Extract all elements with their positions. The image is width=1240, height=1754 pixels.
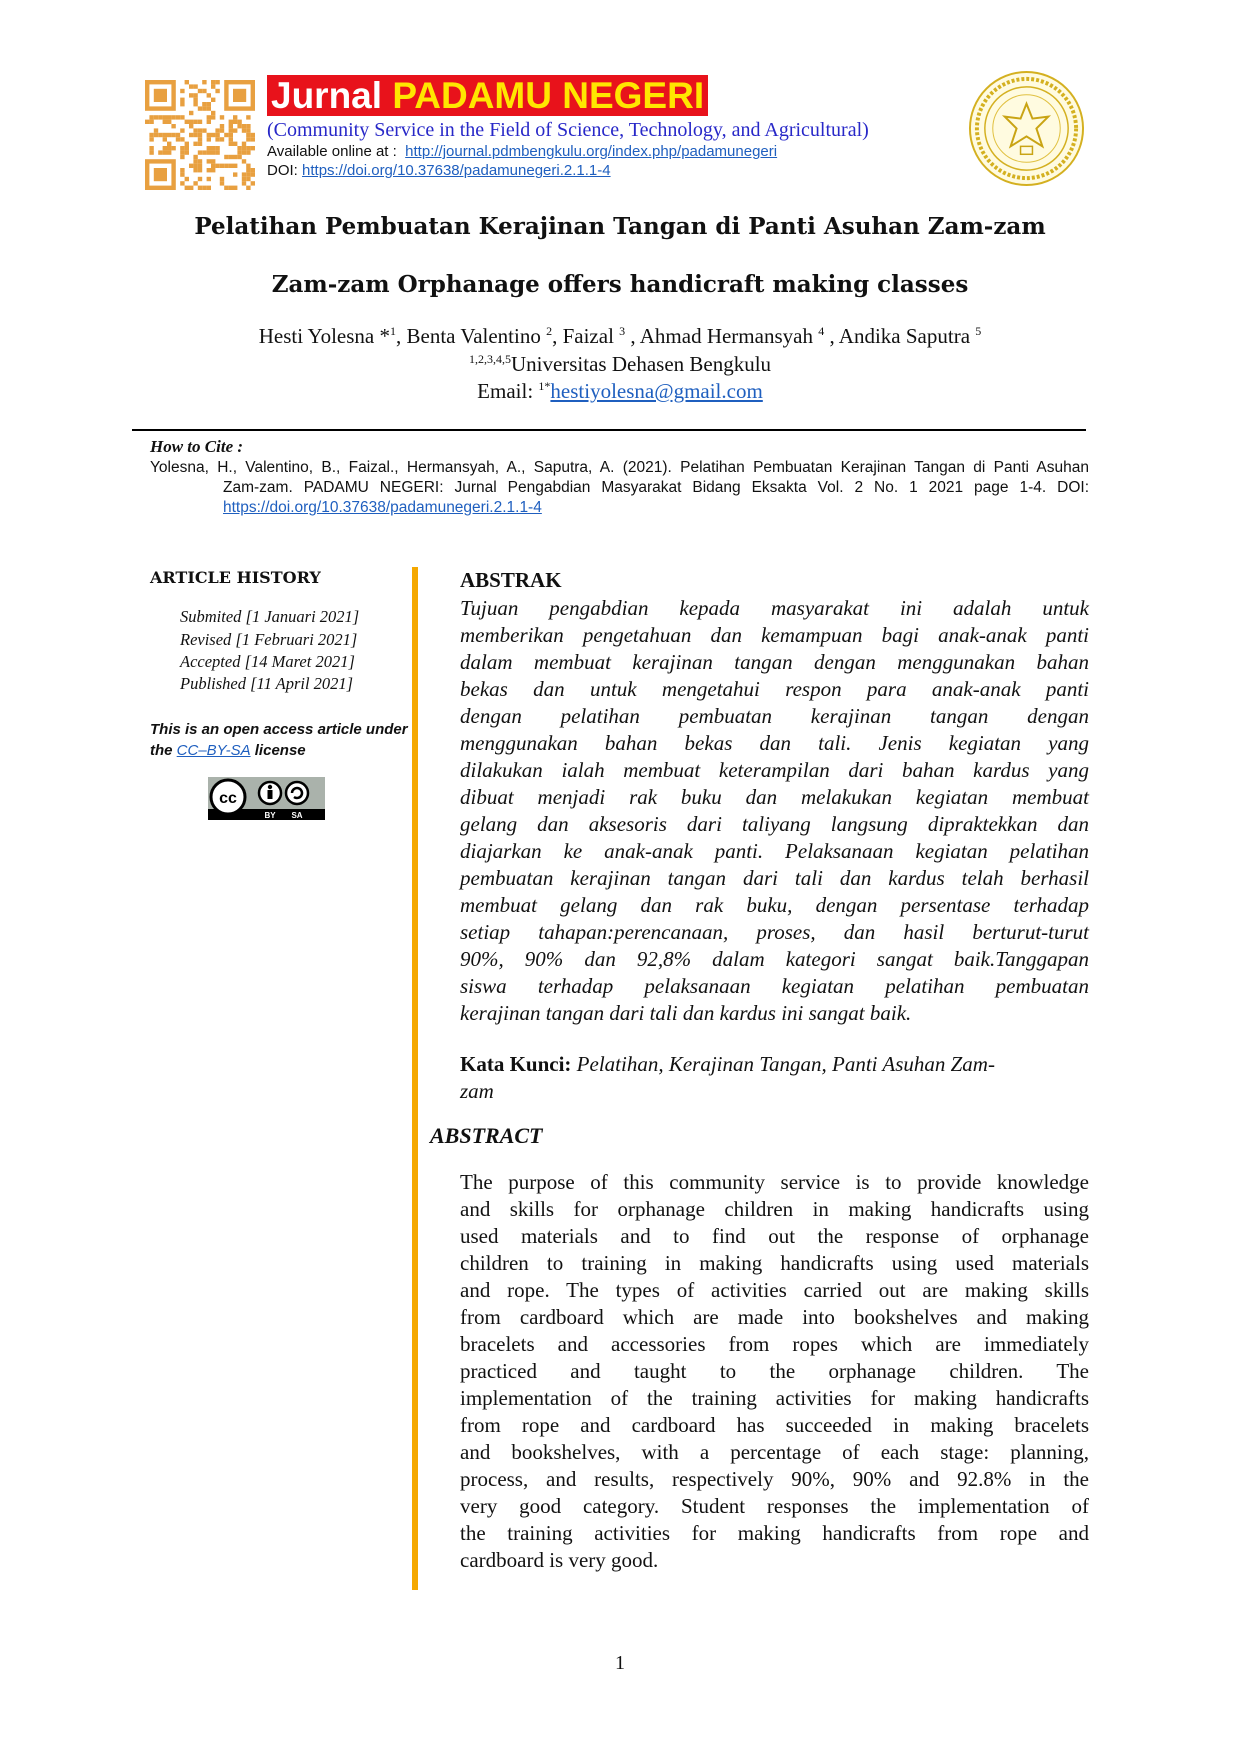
abstract-line: and rope. The types of activities carrie… [460, 1278, 1089, 1302]
affiliation-sup: 1,2,3,4,5 [468, 352, 511, 366]
authors-line: Hesti Yolesna *1, Benta Valentino 2, Fai… [0, 324, 1240, 349]
article-history-heading: ARTICLE HISTORY [150, 568, 321, 587]
email-line: Email: 1*hestiyolesna@gmail.com [0, 379, 1240, 404]
university-seal-logo [968, 70, 1085, 187]
author-3: , Faizal [552, 324, 620, 348]
journal-banner: Jurnal PADAMU NEGERI [267, 75, 709, 116]
cc-by-sa-badge[interactable]: cc BY SA [208, 777, 325, 820]
author-5-sup: 5 [975, 324, 982, 338]
history-submitted: Submited [1 Januari 2021] [180, 607, 360, 626]
history-published: Published [11 April 2021] [180, 674, 354, 693]
abstract-line: and bookshelves, with a percentage of ea… [460, 1440, 1089, 1464]
abstract-line: process, and results, respectively 90%, … [460, 1467, 1089, 1491]
journal-word: Jurnal [271, 75, 383, 116]
doi-label: DOI: [267, 162, 298, 179]
license-link[interactable]: CC–BY-SA [176, 742, 251, 759]
abstrak-line: dengan pelatihan pembuatan kerajinan tan… [460, 704, 1089, 728]
abstract-heading: ABSTRACT [430, 1123, 543, 1148]
abstrak-line: membuat gelang dan rak buku, dengan pers… [460, 893, 1089, 917]
email-sup: 1* [538, 379, 551, 393]
author-1: Hesti Yolesna * [258, 324, 390, 348]
doi-link[interactable]: https://doi.org/10.37638/padamunegeri.2.… [302, 162, 611, 179]
email-label: Email: [477, 379, 539, 403]
abstrak-line: diajarkan ke anak-anak panti. Pelaksanaa… [460, 839, 1089, 863]
abstract-line: the training activities for making handi… [460, 1521, 1089, 1545]
affiliation: Universitas Dehasen Bengkulu [510, 352, 772, 376]
abstract-line: children to training in making handicraf… [460, 1251, 1089, 1275]
how-to-cite-heading: How to Cite : [150, 437, 244, 456]
abstract-line: used materials and to find out the respo… [460, 1224, 1089, 1248]
citation-line-2: Zam-zam. PADAMU NEGERI: Jurnal Pengabdia… [223, 479, 1089, 496]
keywords-label: Kata Kunci: [460, 1052, 572, 1076]
qr-code-image [145, 80, 255, 190]
available-online: Available online at : http://journal.pdm… [267, 143, 777, 160]
abstract-line: from cardboard which are made into books… [460, 1305, 1089, 1329]
author-5: , Andika Saputra [824, 324, 976, 348]
cc-sa-label: SA [291, 811, 302, 820]
abstract-accent-bar [412, 567, 418, 1590]
open-access-license-line: the CC–BY-SA license [150, 742, 306, 759]
header-divider [132, 429, 1086, 431]
author-4: , Ahmad Hermansyah [625, 324, 819, 348]
abstract-line: and skills for orphanage children in mak… [460, 1197, 1089, 1221]
title-indonesian: Pelatihan Pembuatan Kerajinan Tangan di … [194, 213, 1046, 240]
abstract-line: cardboard is very good. [460, 1548, 659, 1572]
oa-the: the [150, 742, 177, 759]
oa-after: license [250, 742, 306, 759]
title-english: Zam-zam Orphanage offers handicraft maki… [271, 271, 969, 298]
abstrak-line: setiap tahapan:perencanaan, proses, dan … [460, 920, 1089, 944]
abstrak-line: Tujuan pengabdian kepada masyarakat ini … [460, 596, 1089, 620]
header-doi: DOI: https://doi.org/10.37638/padamunege… [267, 162, 611, 179]
svg-text:cc: cc [219, 790, 237, 807]
abstrak-line: siswa terhadap pelaksanaan kegiatan pela… [460, 974, 1089, 998]
journal-subtitle: (Community Service in the Field of Scien… [267, 119, 869, 141]
abstrak-line: memberikan pengetahuan dan kemampuan bag… [460, 623, 1089, 647]
keywords-line: Kata Kunci: Pelatihan, Kerajinan Tangan,… [460, 1052, 995, 1077]
cc-by-label: BY [264, 811, 276, 820]
abstrak-line: bekas dan untuk mengetahui respon para a… [460, 677, 1089, 701]
abstract-line: implementation of the training activitie… [460, 1386, 1089, 1410]
abstract-line: practiced and taught to the orphanage ch… [460, 1359, 1089, 1383]
abstrak-line: gelang dan aksesoris dari taliyang langs… [460, 812, 1089, 836]
abstract-line: very good category. Student responses th… [460, 1494, 1089, 1518]
abstrak-line: dilakukan ialah membuat keterampilan dar… [460, 758, 1089, 782]
journal-name: PADAMU NEGERI [392, 75, 705, 116]
affiliation-line: 1,2,3,4,5Universitas Dehasen Bengkulu [0, 352, 1240, 377]
citation-line-1: Yolesna, H., Valentino, B., Faizal., Her… [150, 459, 1089, 476]
abstrak-heading: ABSTRAK [460, 568, 562, 592]
available-label: Available online at : [267, 143, 397, 160]
history-revised: Revised [1 Februari 2021] [180, 630, 358, 649]
abstract-line: from rope and cardboard has succeeded in… [460, 1413, 1089, 1437]
abstrak-line: kerajinan tangan dari tali dan kardus in… [460, 1001, 912, 1025]
open-access-note: This is an open access article under [150, 721, 408, 738]
keywords-values: Pelatihan, Kerajinan Tangan, Panti Asuha… [576, 1052, 995, 1076]
abstrak-line: dalam membuat kerajinan tangan dengan me… [460, 650, 1089, 674]
abstrak-line: dibuat menjadi rak buku dan melakukan ke… [460, 785, 1089, 809]
author-4-sup: 4 [818, 324, 825, 338]
citation-doi-link[interactable]: https://doi.org/10.37638/padamunegeri.2.… [223, 499, 542, 516]
abstract-line: bracelets and accessories from ropes whi… [460, 1332, 1089, 1356]
email-link[interactable]: hestiyolesna@gmail.com [550, 379, 763, 403]
author-2: , Benta Valentino [396, 324, 547, 348]
author-3-sup: 3 [619, 324, 626, 338]
author-2-sup: 2 [546, 324, 553, 338]
author-1-sup: 1 [390, 324, 396, 338]
history-accepted: Accepted [14 Maret 2021] [180, 652, 355, 671]
abstrak-line: menggunakan bahan bekas dan tali. Jenis … [460, 731, 1089, 755]
journal-url-link[interactable]: http://journal.pdmbengkulu.org/index.php… [405, 143, 778, 160]
keywords-line-2: zam [460, 1079, 494, 1103]
page-number: 1 [615, 1652, 625, 1674]
abstract-line: The purpose of this community service is… [460, 1170, 1089, 1194]
abstrak-line: pembuatan kerajinan tangan dari tali dan… [460, 866, 1089, 890]
abstrak-line: 90%, 90% dan 92,8% dalam kategori sangat… [460, 947, 1089, 971]
